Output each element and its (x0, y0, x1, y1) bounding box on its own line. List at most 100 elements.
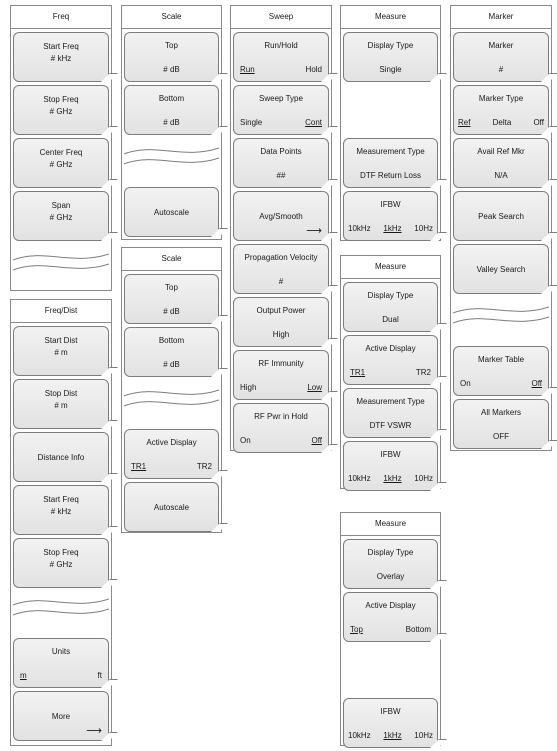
measure-menu-title: Measure (341, 513, 440, 536)
rf-immunity-key[interactable]: RF Immunity High Low (233, 350, 329, 400)
ifbw-option-10hz: 10Hz (414, 731, 433, 740)
single-option: Single (240, 118, 263, 127)
empty-key-slot (343, 645, 438, 695)
valley-search-key[interactable]: Valley Search (453, 244, 549, 294)
ifbw-option-1khz: 1kHz (383, 224, 402, 233)
scale-menu-title: Scale (122, 6, 221, 29)
ifbw-option-1khz: 1kHz (383, 731, 402, 740)
scale-menu-title: Scale (122, 248, 221, 271)
freq-menu-title: Freq (11, 6, 111, 29)
display-type-key[interactable]: Display Type Dual (343, 282, 438, 332)
ifbw-option-10hz: 10Hz (414, 474, 433, 483)
stop-dist-key[interactable]: Stop Dist # m (13, 379, 109, 429)
active-display-key[interactable]: Active Display Top Bottom (343, 592, 438, 642)
rf-immunity-option-low: Low (307, 383, 322, 392)
scale-menu-dual: Scale Top # dB Bottom # dB Active Displa… (121, 247, 222, 533)
display-type-key[interactable]: Display Type Overlay (343, 539, 438, 589)
rf-pwr-option-on: On (240, 436, 251, 445)
measure-menu-dual: Measure Display Type Dual Active Display… (340, 255, 441, 491)
hold-option: Hold (305, 65, 322, 74)
marker-type-option-delta: Delta (492, 118, 512, 127)
cont-option: Cont (305, 118, 322, 127)
run-option: Run (240, 65, 255, 74)
peak-search-key[interactable]: Peak Search (453, 191, 549, 241)
ifbw-option-1khz: 1kHz (383, 474, 402, 483)
marker-table-option-off: Off (531, 379, 542, 388)
menu-continuation-break (13, 253, 109, 271)
display-type-key[interactable]: Display Type Single (343, 32, 438, 82)
measure-menu-single: Measure Display Type Single Measurement … (340, 5, 441, 241)
marker-table-option-on: On (460, 379, 471, 388)
center-freq-key[interactable]: Center Freq # GHz (13, 138, 109, 188)
ifbw-option-10khz: 10kHz (348, 731, 371, 740)
sweep-menu: Sweep Run/Hold Run Hold Sweep Type Singl… (230, 5, 332, 453)
active-display-option-tr1: TR1 (131, 462, 147, 471)
ifbw-key[interactable]: IFBW 10kHz 1kHz 10Hz (343, 191, 438, 241)
menu-continuation-break (13, 598, 109, 616)
measure-menu-title: Measure (341, 256, 440, 279)
empty-key-slot (343, 85, 438, 135)
units-key[interactable]: Units m ft (13, 638, 109, 688)
all-markers-key[interactable]: All Markers OFF (453, 399, 549, 449)
top-key[interactable]: Top # dB (124, 274, 219, 324)
avail-ref-mkr-key[interactable]: Avail Ref Mkr N/A (453, 138, 549, 188)
propagation-velocity-key[interactable]: Propagation Velocity # (233, 244, 329, 294)
menu-continuation-break (453, 306, 549, 324)
active-display-option-tr1: TR1 (350, 368, 366, 377)
marker-table-key[interactable]: Marker Table On Off (453, 346, 549, 396)
freq-menu: Freq Start Freq # kHz Stop Freq # GHz Ce… (10, 5, 112, 291)
top-key[interactable]: Top # dB (124, 32, 219, 82)
autoscale-key[interactable]: Autoscale (124, 482, 219, 532)
submenu-arrow-icon: ⟶ (306, 225, 322, 237)
span-key[interactable]: Span # GHz (13, 191, 109, 241)
rf-immunity-option-high: High (240, 383, 257, 392)
autoscale-key[interactable]: Autoscale (124, 187, 219, 237)
active-display-key[interactable]: Active Display TR1 TR2 (124, 429, 219, 479)
distance-info-key[interactable]: Distance Info (13, 432, 109, 482)
stop-freq-key[interactable]: Stop Freq # GHz (13, 85, 109, 135)
measure-menu-overlay: Measure Display Type Overlay Active Disp… (340, 512, 441, 748)
marker-key[interactable]: Marker # (453, 32, 549, 82)
stop-freq-key[interactable]: Stop Freq # GHz (13, 538, 109, 588)
marker-type-key[interactable]: Marker Type Ref Delta Off (453, 85, 549, 135)
ifbw-option-10hz: 10Hz (414, 224, 433, 233)
active-display-option-bottom: Bottom (405, 625, 431, 634)
output-power-key[interactable]: Output Power High (233, 297, 329, 347)
marker-menu: Marker Marker # Marker Type Ref Delta Of… (450, 5, 552, 451)
ifbw-key[interactable]: IFBW 10kHz 1kHz 10Hz (343, 698, 438, 748)
menu-continuation-break (124, 389, 219, 407)
scale-menu: Scale Top # dB Bottom # dB Autoscale (121, 5, 222, 240)
active-display-option-top: Top (350, 625, 363, 634)
freq-dist-menu-title: Freq/Dist (11, 300, 111, 323)
units-option-ft: ft (97, 671, 102, 680)
ifbw-option-10khz: 10kHz (348, 224, 371, 233)
bottom-key[interactable]: Bottom # dB (124, 327, 219, 377)
start-dist-key[interactable]: Start Dist # m (13, 326, 109, 376)
active-display-option-tr2: TR2 (196, 462, 212, 471)
run-hold-key[interactable]: Run/Hold Run Hold (233, 32, 329, 82)
freq-dist-menu: Freq/Dist Start Dist # m Stop Dist # m D… (10, 299, 112, 746)
more-key[interactable]: More ⟶ (13, 691, 109, 741)
data-points-key[interactable]: Data Points ## (233, 138, 329, 188)
sweep-type-key[interactable]: Sweep Type Single Cont (233, 85, 329, 135)
sweep-menu-title: Sweep (231, 6, 331, 29)
active-display-key[interactable]: Active Display TR1 TR2 (343, 335, 438, 385)
avg-smooth-key[interactable]: Avg/Smooth ⟶ (233, 191, 329, 241)
measurement-type-key[interactable]: Measurement Type DTF VSWR (343, 388, 438, 438)
units-option-m: m (20, 671, 27, 680)
measure-menu-title: Measure (341, 6, 440, 29)
rf-pwr-option-off: Off (311, 436, 322, 445)
submenu-arrow-icon: ⟶ (86, 725, 102, 737)
bottom-key[interactable]: Bottom # dB (124, 85, 219, 135)
menu-continuation-break (124, 147, 219, 165)
rf-pwr-in-hold-key[interactable]: RF Pwr in Hold On Off (233, 403, 329, 453)
marker-type-option-ref: Ref (458, 118, 471, 127)
ifbw-key[interactable]: IFBW 10kHz 1kHz 10Hz (343, 441, 438, 491)
ifbw-option-10khz: 10kHz (348, 474, 371, 483)
marker-menu-title: Marker (451, 6, 551, 29)
start-freq-key[interactable]: Start Freq # kHz (13, 485, 109, 535)
active-display-option-tr2: TR2 (415, 368, 431, 377)
measurement-type-key[interactable]: Measurement Type DTF Return Loss (343, 138, 438, 188)
start-freq-key[interactable]: Start Freq # kHz (13, 32, 109, 82)
marker-type-option-off: Off (533, 118, 544, 127)
